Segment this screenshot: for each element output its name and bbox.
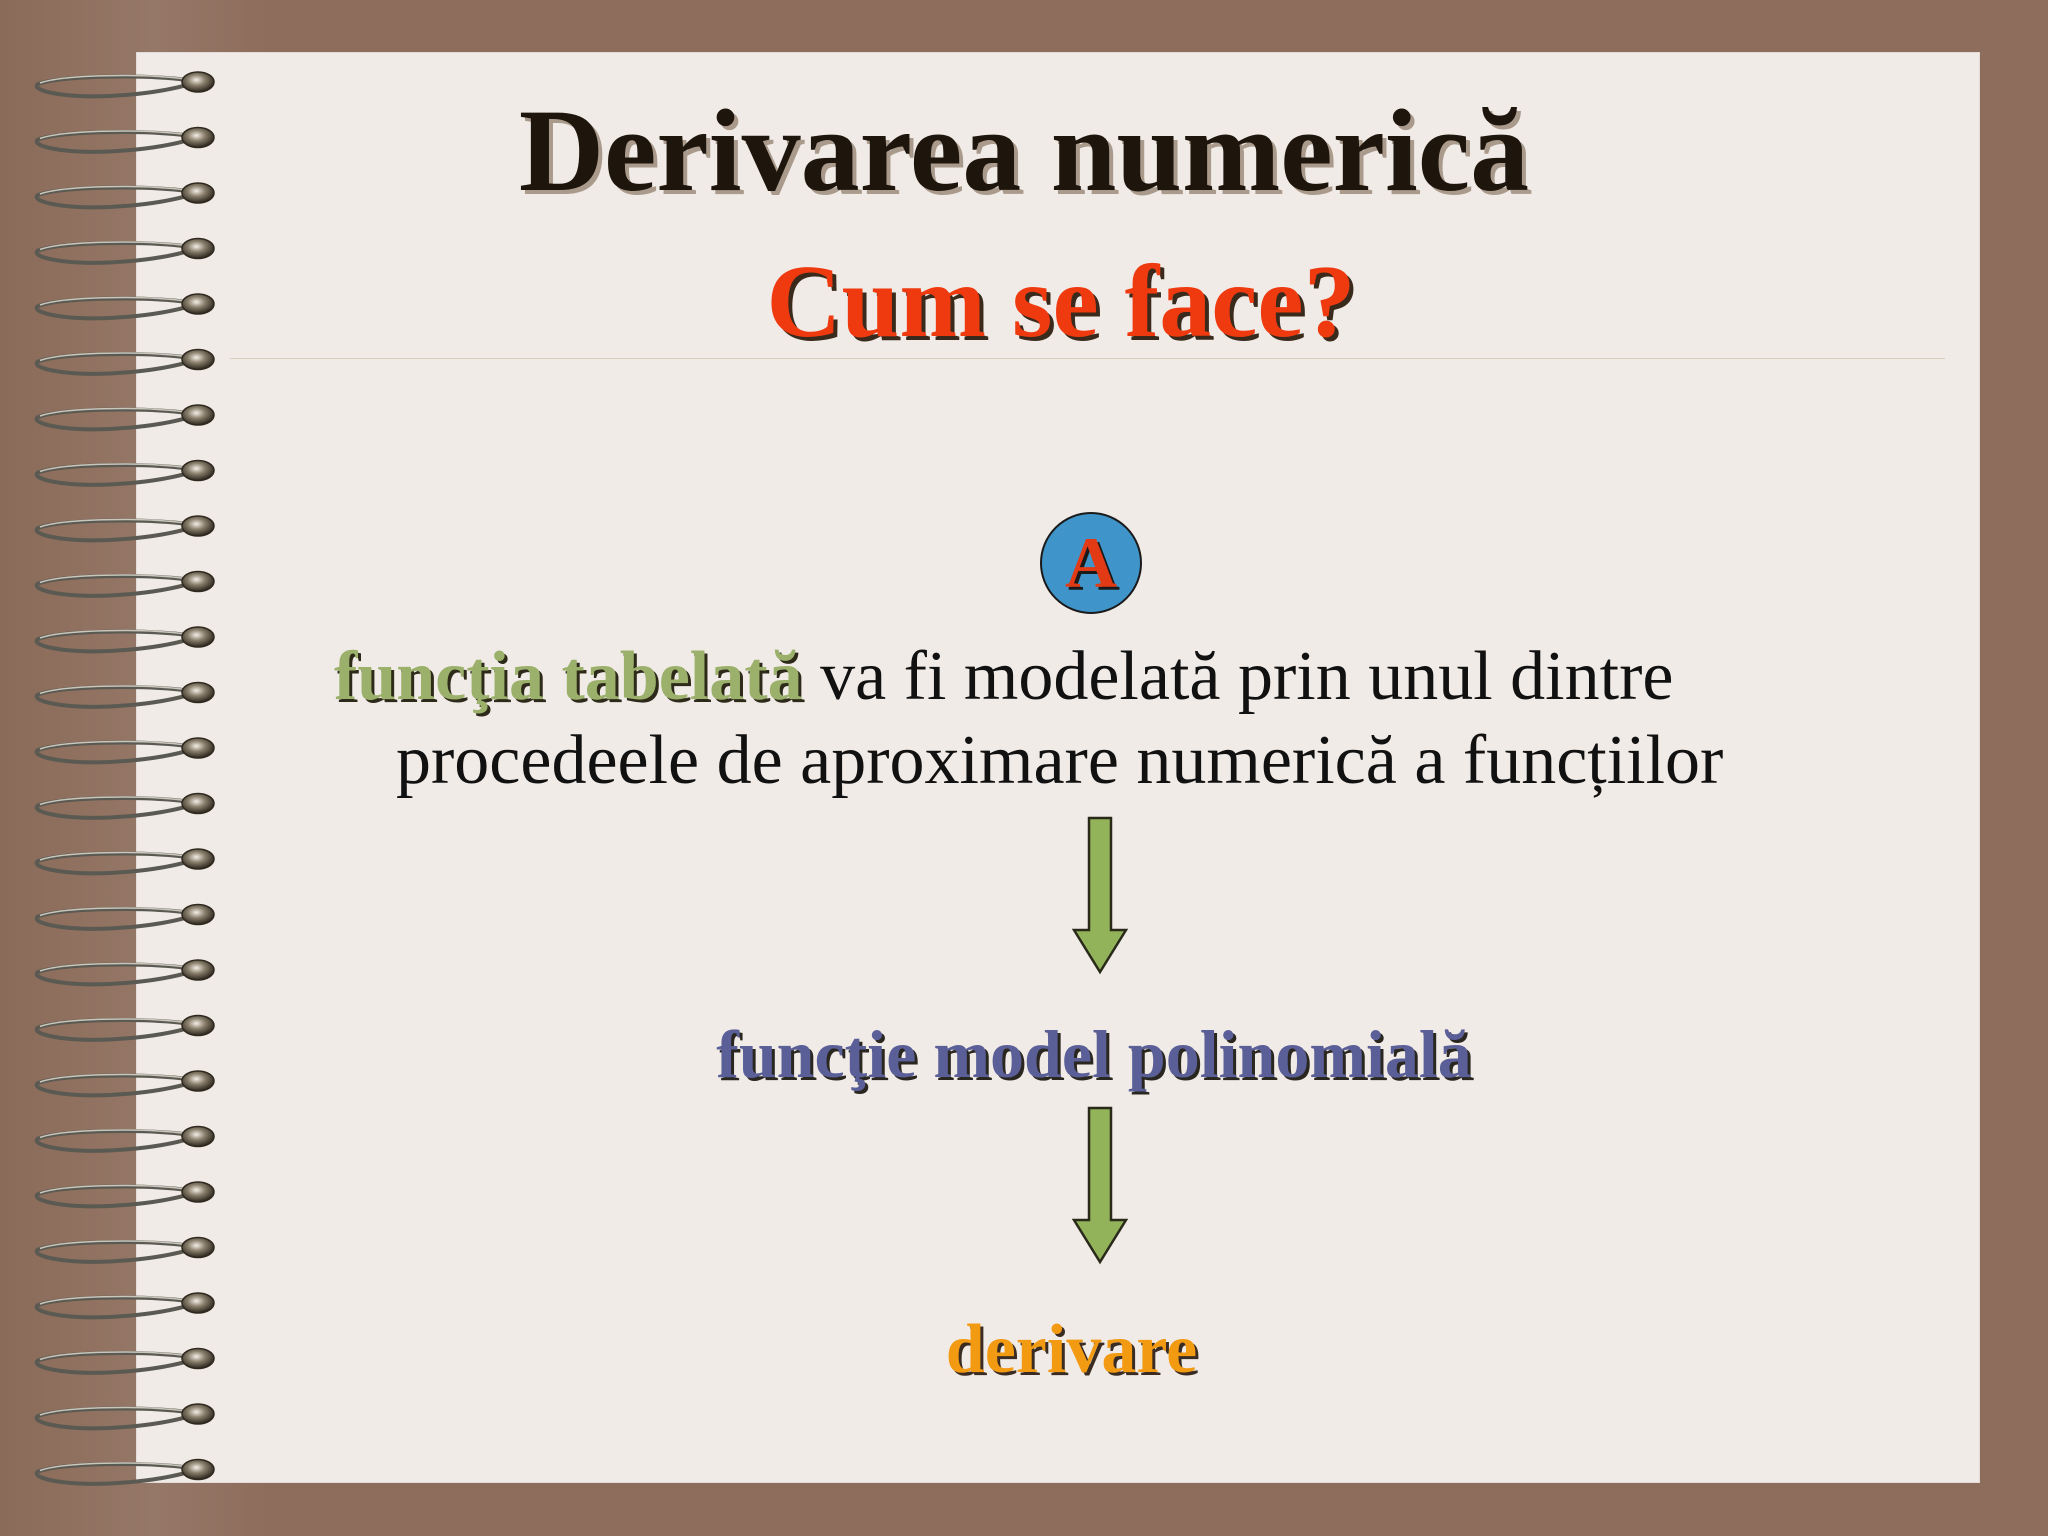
spiral-binding-icon <box>34 71 215 1486</box>
step-badge: A <box>1040 512 1142 614</box>
description-line2: procedeele de aproximare numerică a func… <box>396 722 1724 799</box>
arrow-down-icon <box>1071 816 1129 975</box>
result-step-label: derivare <box>945 1311 1198 1388</box>
description-text: funcţia tabelată va fi modelată prin unu… <box>334 635 1934 803</box>
badge-letter: A <box>1065 522 1117 603</box>
slide-subtitle: Cum se face? <box>766 244 1356 359</box>
model-step-label: funcţie model polinomială <box>716 1016 1472 1092</box>
highlight-term: funcţia tabelată <box>334 638 803 715</box>
slide-title: Derivarea numerică <box>518 85 1530 216</box>
notebook-page <box>136 52 1980 1483</box>
arrow-down-icon <box>1071 1106 1129 1265</box>
title-divider <box>230 358 1945 359</box>
description-line1: va fi modelată prin unul dintre <box>802 638 1674 715</box>
